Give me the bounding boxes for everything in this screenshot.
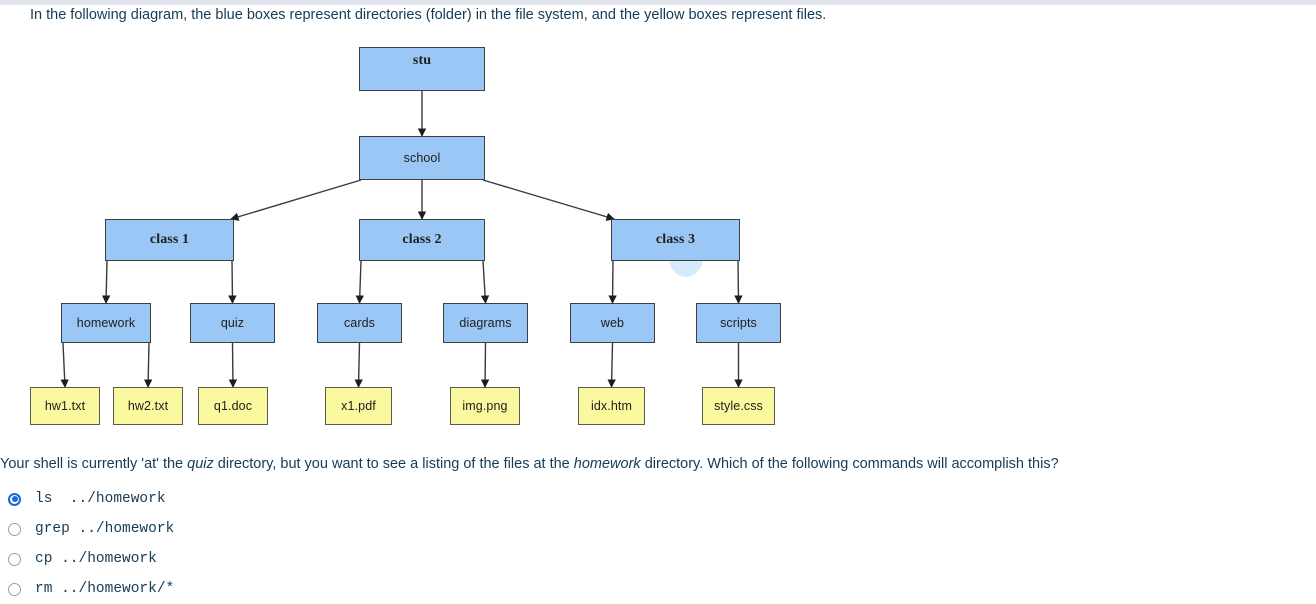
node-label: class 1 bbox=[149, 232, 190, 247]
edge-homework-to-hw1 bbox=[60, 342, 69, 388]
node-label: homework bbox=[76, 316, 136, 330]
node-cards: cards bbox=[317, 303, 402, 343]
node-label: class 2 bbox=[402, 232, 442, 247]
edge-school-to-class3 bbox=[482, 179, 615, 221]
node-class2: class 2 bbox=[359, 219, 485, 261]
node-style: style.css bbox=[702, 387, 775, 425]
option-row-3[interactable]: cp ../homework bbox=[0, 544, 600, 574]
node-hw1: hw1.txt bbox=[30, 387, 100, 425]
top-strip bbox=[0, 0, 1316, 5]
node-scripts: scripts bbox=[696, 303, 781, 343]
question-text: Your shell is currently 'at' the quiz di… bbox=[0, 455, 1059, 474]
option-label-3: cp ../homework bbox=[35, 551, 157, 567]
node-img: img.png bbox=[450, 387, 520, 425]
node-label: style.css bbox=[714, 399, 763, 413]
node-diagrams: diagrams bbox=[443, 303, 528, 343]
node-label: class 3 bbox=[655, 232, 696, 247]
node-quiz: quiz bbox=[190, 303, 275, 343]
edge-web-to-idx bbox=[607, 342, 616, 388]
radio-button-4[interactable] bbox=[8, 582, 21, 596]
node-label: x1.pdf bbox=[341, 399, 376, 413]
node-web: web bbox=[570, 303, 655, 343]
node-hw2: hw2.txt bbox=[113, 387, 183, 425]
radio-button-2[interactable] bbox=[8, 522, 21, 536]
node-label: stu bbox=[412, 53, 432, 68]
node-label: diagrams bbox=[459, 316, 512, 330]
edge-class3-to-web bbox=[608, 260, 617, 304]
diagram-edges bbox=[60, 91, 743, 388]
node-q1: q1.doc bbox=[198, 387, 268, 425]
node-label: hw1.txt bbox=[44, 399, 86, 413]
node-homework: homework bbox=[61, 303, 151, 343]
node-label: hw2.txt bbox=[127, 399, 169, 413]
node-school: school bbox=[359, 136, 485, 180]
node-label: idx.htm bbox=[591, 399, 632, 413]
option-label-1: ls ../homework bbox=[35, 491, 166, 507]
intro-text: In the following diagram, the blue boxes… bbox=[30, 7, 827, 23]
radio-button-1[interactable] bbox=[8, 492, 21, 506]
node-label: img.png bbox=[462, 399, 508, 413]
node-label: school bbox=[403, 151, 441, 165]
edge-cards-to-x1 bbox=[354, 342, 363, 388]
node-label: cards bbox=[343, 316, 376, 330]
option-row-1[interactable]: ls ../homework bbox=[0, 484, 600, 514]
node-stu: stu bbox=[359, 47, 485, 91]
edge-school-to-class1 bbox=[230, 179, 362, 221]
node-class3: class 3 bbox=[611, 219, 740, 261]
question-emphasis-quiz: quiz bbox=[187, 456, 214, 472]
edge-diagrams-to-img bbox=[480, 342, 490, 388]
edge-class3-to-scripts bbox=[734, 260, 743, 304]
edge-class1-to-homework bbox=[101, 260, 111, 304]
node-class1: class 1 bbox=[105, 219, 234, 261]
question-emphasis-homework: homework bbox=[573, 456, 641, 472]
node-label: scripts bbox=[720, 316, 757, 330]
node-label: quiz bbox=[220, 316, 245, 330]
question-part-3: directory. Which of the following comman… bbox=[640, 456, 1059, 472]
node-x1: x1.pdf bbox=[325, 387, 392, 425]
option-row-4[interactable]: rm ../homework/* bbox=[0, 574, 600, 604]
edge-class2-to-cards bbox=[355, 260, 364, 304]
edge-class2-to-diagrams bbox=[480, 260, 490, 304]
radio-button-3[interactable] bbox=[8, 552, 21, 566]
option-label-4: rm ../homework/* bbox=[35, 581, 175, 597]
edge-class1-to-quiz bbox=[228, 260, 237, 304]
edge-quiz-to-q1 bbox=[228, 342, 238, 388]
answer-options: ls ../homework grep ../homework cp ../home… bbox=[0, 484, 600, 604]
question-part-1: Your shell is currently 'at' the bbox=[0, 456, 188, 472]
file-system-diagram: stu school class 1 class 2 class 3 homework qu… bbox=[0, 36, 1316, 446]
node-label: web bbox=[600, 316, 625, 330]
question-part-2: directory, but you want to see a listing… bbox=[213, 456, 574, 472]
option-row-2[interactable]: grep ../homework bbox=[0, 514, 600, 544]
node-label: q1.doc bbox=[213, 399, 253, 413]
edge-homework-to-hw2 bbox=[143, 342, 153, 388]
option-label-2: grep ../homework bbox=[35, 521, 175, 537]
node-idx: idx.htm bbox=[578, 387, 645, 425]
